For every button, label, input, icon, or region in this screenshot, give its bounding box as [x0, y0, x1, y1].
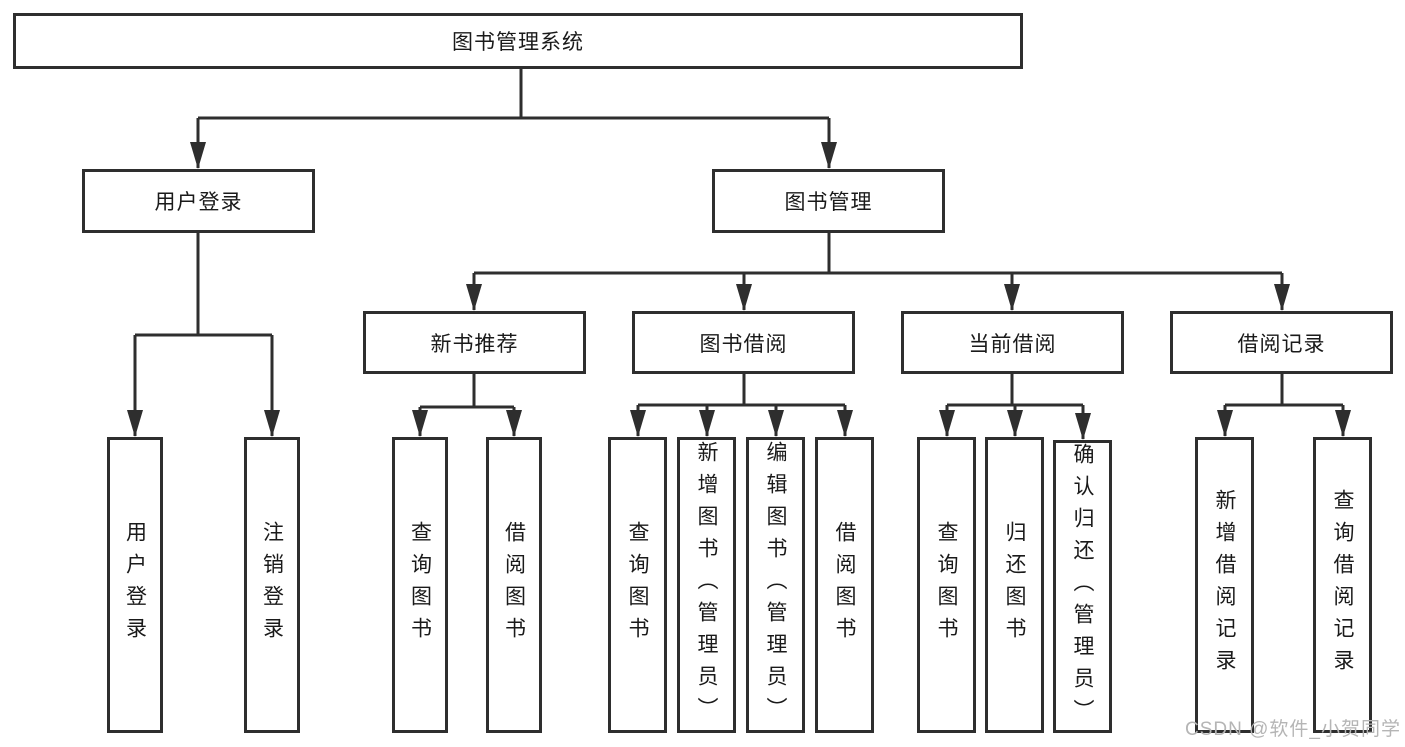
- node-label: 用户登录: [123, 521, 147, 649]
- node-label: 注销登录: [260, 521, 284, 649]
- node-label: 借阅图书: [502, 521, 526, 649]
- leaf-borrow-borrow-books: 借阅图书: [815, 437, 874, 733]
- node-label: 查询图书: [408, 521, 432, 649]
- node-label: 图书管理: [784, 191, 873, 214]
- node-label: 查询图书: [935, 521, 958, 649]
- node-current-borrowing: 当前借阅: [901, 311, 1124, 374]
- csdn-watermark: CSDN @软件_小贺同学: [1185, 719, 1401, 740]
- node-label: 图书借阅: [699, 332, 788, 356]
- node-label: 编辑图书（管理员）: [764, 441, 787, 729]
- node-user-login-branch: 用户登录: [82, 169, 315, 233]
- node-label: 新增图书（管理员）: [695, 441, 718, 729]
- node-label: 新增借阅记录: [1213, 489, 1236, 681]
- leaf-recommend-borrow-books: 借阅图书: [486, 437, 542, 733]
- node-label: 借阅记录: [1237, 332, 1326, 356]
- node-borrowing-records: 借阅记录: [1170, 311, 1393, 374]
- node-label: 借阅图书: [833, 521, 856, 649]
- node-label: 新书推荐: [430, 332, 519, 356]
- leaf-records-query-record: 查询借阅记录: [1313, 437, 1372, 733]
- node-label: 图书管理系统: [452, 31, 584, 54]
- leaf-borrow-add-books-admin: 新增图书（管理员）: [677, 437, 736, 733]
- node-library-system-root: 图书管理系统: [13, 13, 1023, 69]
- leaf-logout: 注销登录: [244, 437, 300, 733]
- node-label: 查询借阅记录: [1331, 489, 1354, 681]
- leaf-current-return-books: 归还图书: [985, 437, 1044, 733]
- node-book-borrowing: 图书借阅: [632, 311, 855, 374]
- node-label: 查询图书: [626, 521, 649, 649]
- leaf-current-confirm-return-admin: 确认归还（管理员）: [1053, 440, 1112, 733]
- leaf-records-add-record: 新增借阅记录: [1195, 437, 1254, 733]
- leaf-current-query-books: 查询图书: [917, 437, 976, 733]
- node-label: 当前借阅: [968, 332, 1057, 356]
- node-book-management-branch: 图书管理: [712, 169, 945, 233]
- node-label: 用户登录: [154, 191, 243, 214]
- leaf-recommend-query-books: 查询图书: [392, 437, 448, 733]
- leaf-borrow-edit-books-admin: 编辑图书（管理员）: [746, 437, 805, 733]
- node-label: 确认归还（管理员）: [1071, 442, 1094, 731]
- node-new-book-recommend: 新书推荐: [363, 311, 586, 374]
- node-label: 归还图书: [1003, 521, 1026, 649]
- leaf-user-login: 用户登录: [107, 437, 163, 733]
- leaf-borrow-query-books: 查询图书: [608, 437, 667, 733]
